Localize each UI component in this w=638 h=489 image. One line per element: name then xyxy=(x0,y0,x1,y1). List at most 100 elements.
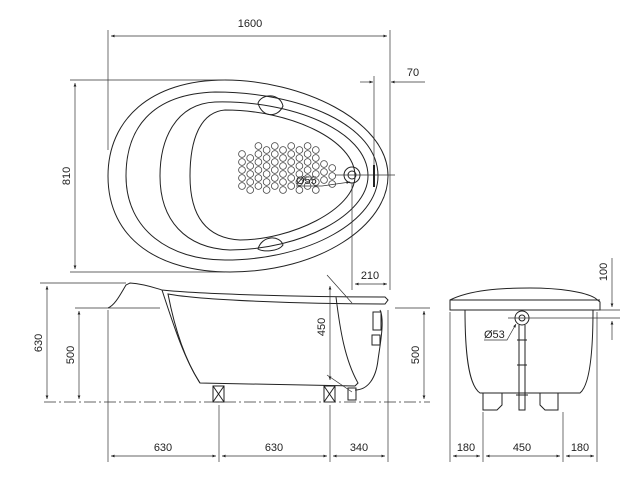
dim-depth: 450 xyxy=(316,318,328,336)
dim-leg-spacing-2: 630 xyxy=(265,442,283,454)
anti-slip-dot xyxy=(238,174,246,182)
anti-slip-dot xyxy=(295,154,304,162)
anti-slip-dot xyxy=(270,182,279,190)
headrest-handle-bottom xyxy=(257,237,284,252)
anti-slip-dot xyxy=(262,146,271,154)
anti-slip-dot xyxy=(254,174,263,182)
overflow-plate xyxy=(373,165,375,187)
anti-slip-dot xyxy=(303,174,312,182)
waste-pipe xyxy=(354,309,383,391)
dim-width: 810 xyxy=(61,167,73,185)
waste-fittings xyxy=(347,311,382,401)
dim-rim-height-right: 500 xyxy=(410,346,422,364)
anti-slip-dot xyxy=(254,166,263,174)
anti-slip-dot xyxy=(246,186,255,194)
dim-end-offset: 340 xyxy=(350,442,368,454)
anti-slip-dot xyxy=(238,158,246,166)
dim-rim-height: 500 xyxy=(65,346,77,364)
anti-slip-dot xyxy=(311,170,320,178)
anti-slip-dot xyxy=(238,150,246,158)
anti-slip-dot xyxy=(320,176,328,184)
overflow-diameter-label: Ø53 xyxy=(484,329,505,341)
anti-slip-dot xyxy=(287,150,296,158)
anti-slip-dot xyxy=(246,178,255,186)
anti-slip-dot xyxy=(246,170,255,178)
anti-slip-dot xyxy=(311,162,320,170)
end-view: Ø53 100 180 450 180 xyxy=(449,258,620,462)
anti-slip-dot xyxy=(303,150,312,158)
anti-slip-dot xyxy=(295,178,304,186)
anti-slip-dot xyxy=(279,186,287,194)
tub-rim-inner xyxy=(125,91,379,261)
tub-floor-outline xyxy=(189,109,356,241)
anti-slip-dot xyxy=(287,182,296,190)
anti-slip-dot xyxy=(262,162,271,170)
anti-slip-dot xyxy=(246,162,255,170)
anti-slip-dot xyxy=(328,172,337,180)
anti-slip-dot xyxy=(262,186,271,194)
tub-basin-outline xyxy=(159,101,369,251)
anti-slip-dot xyxy=(303,142,312,150)
dim-leg-span: 450 xyxy=(513,442,531,454)
anti-slip-dot xyxy=(270,158,279,166)
dim-side-left: 180 xyxy=(457,442,475,454)
drain-diameter-label: Ø55 xyxy=(296,175,317,187)
tub-outer-outline xyxy=(107,79,389,273)
side-view: 630 500 450 500 630 630 340 xyxy=(33,274,430,462)
end-legs xyxy=(482,393,559,411)
anti-slip-dot xyxy=(295,146,304,154)
anti-slip-dot xyxy=(279,170,287,178)
dim-rim-offset: 70 xyxy=(407,67,419,79)
anti-slip-dot xyxy=(254,150,263,158)
anti-slip-dot xyxy=(295,170,304,178)
dim-drain-offset: 210 xyxy=(361,270,379,282)
anti-slip-dot xyxy=(303,166,312,174)
tub-legs xyxy=(212,385,336,403)
overflow-pipe xyxy=(516,325,528,411)
anti-slip-dot xyxy=(295,186,304,194)
anti-slip-dot xyxy=(270,150,279,158)
dim-side-right: 180 xyxy=(571,442,589,454)
anti-slip-dot xyxy=(287,174,296,182)
headrest-handle-top xyxy=(257,95,284,116)
anti-slip-dot xyxy=(279,146,287,154)
anti-slip-dot xyxy=(311,186,320,194)
dim-headrest-rise: 100 xyxy=(598,263,610,281)
anti-slip-dot xyxy=(320,168,328,176)
anti-slip-dot xyxy=(262,154,271,162)
anti-slip-dot xyxy=(238,166,246,174)
anti-slip-dot xyxy=(311,146,320,154)
top-view: 1600 810 70 210 Ø55 xyxy=(61,18,425,290)
tub-end-bowl xyxy=(464,309,594,394)
anti-slip-dot xyxy=(287,142,296,150)
anti-slip-dot xyxy=(270,142,279,150)
anti-slip-dot xyxy=(279,154,287,162)
anti-slip-dot-pattern xyxy=(238,142,337,194)
tub-inner-wall xyxy=(161,289,201,384)
anti-slip-dot xyxy=(246,154,255,162)
anti-slip-dot xyxy=(262,178,271,186)
dim-length: 1600 xyxy=(238,18,262,30)
leader-line xyxy=(296,181,351,187)
anti-slip-dot xyxy=(279,178,287,186)
ext-line xyxy=(326,274,353,304)
dim-leg-spacing-1: 630 xyxy=(154,442,172,454)
anti-slip-dot xyxy=(287,166,296,174)
anti-slip-dot xyxy=(279,162,287,170)
anti-slip-dot xyxy=(254,158,263,166)
anti-slip-dot xyxy=(254,182,263,190)
anti-slip-dot xyxy=(311,178,320,186)
anti-slip-dot xyxy=(328,164,337,172)
anti-slip-dot xyxy=(270,166,279,174)
anti-slip-dot xyxy=(270,174,279,182)
anti-slip-dot xyxy=(311,154,320,162)
ext-line xyxy=(326,374,353,393)
anti-slip-dot xyxy=(303,158,312,166)
dim-overall-height: 630 xyxy=(33,334,45,352)
tub-end-rim xyxy=(449,287,601,311)
anti-slip-dot xyxy=(295,162,304,170)
anti-slip-dot xyxy=(287,158,296,166)
leader-line xyxy=(484,323,517,341)
anti-slip-dot xyxy=(238,182,246,190)
